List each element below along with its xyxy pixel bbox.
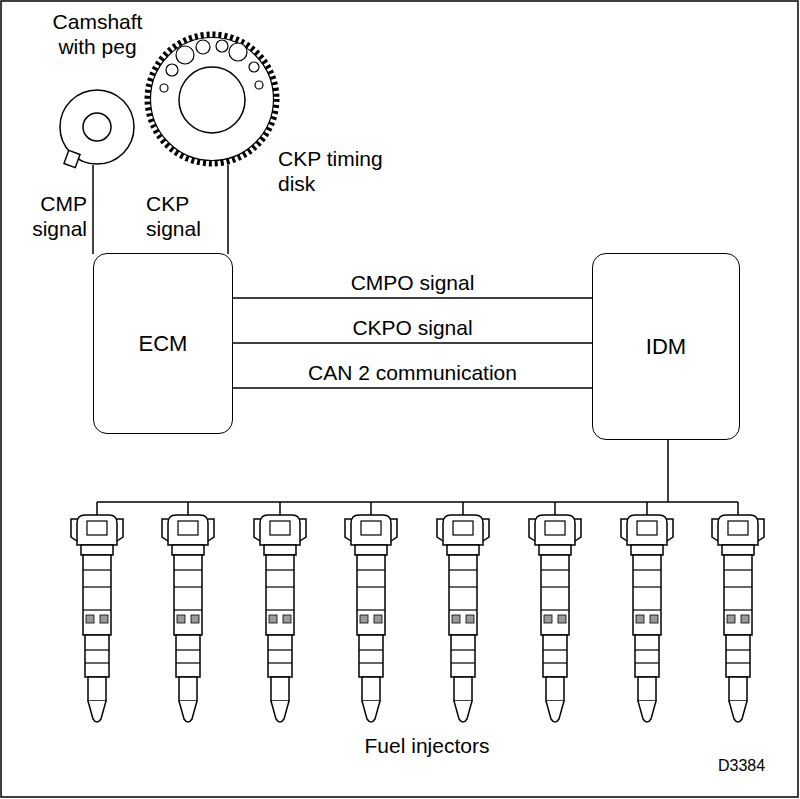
sensor-wire: [227, 165, 229, 254]
signal-name: CKPO signal: [349, 316, 475, 340]
signal-line: [233, 342, 592, 344]
module-name: IDM: [646, 334, 686, 360]
module-box: ECM: [93, 253, 233, 434]
figure-number: D3384: [718, 753, 788, 778]
camshaft-drawing: [60, 90, 134, 168]
module-box: IDM: [592, 253, 740, 440]
part-label: CMP signal: [22, 191, 87, 241]
module-name: ECM: [139, 331, 188, 357]
timing-disk-drawing: [148, 35, 277, 164]
fuel-injector-drawings: [71, 515, 764, 722]
signal-name: CMPO signal: [348, 271, 478, 295]
signal-line: [233, 297, 592, 299]
part-label: CKP timing disk: [278, 146, 390, 196]
injector-harness: [97, 439, 738, 516]
part-label: Camshaft with peg: [40, 9, 155, 59]
part-label: Fuel injectors: [307, 733, 547, 758]
signal-line: [233, 387, 592, 389]
sensor-wire: [92, 165, 94, 254]
signal-name: CAN 2 communication: [305, 361, 520, 385]
part-label: CKP signal: [146, 191, 221, 241]
